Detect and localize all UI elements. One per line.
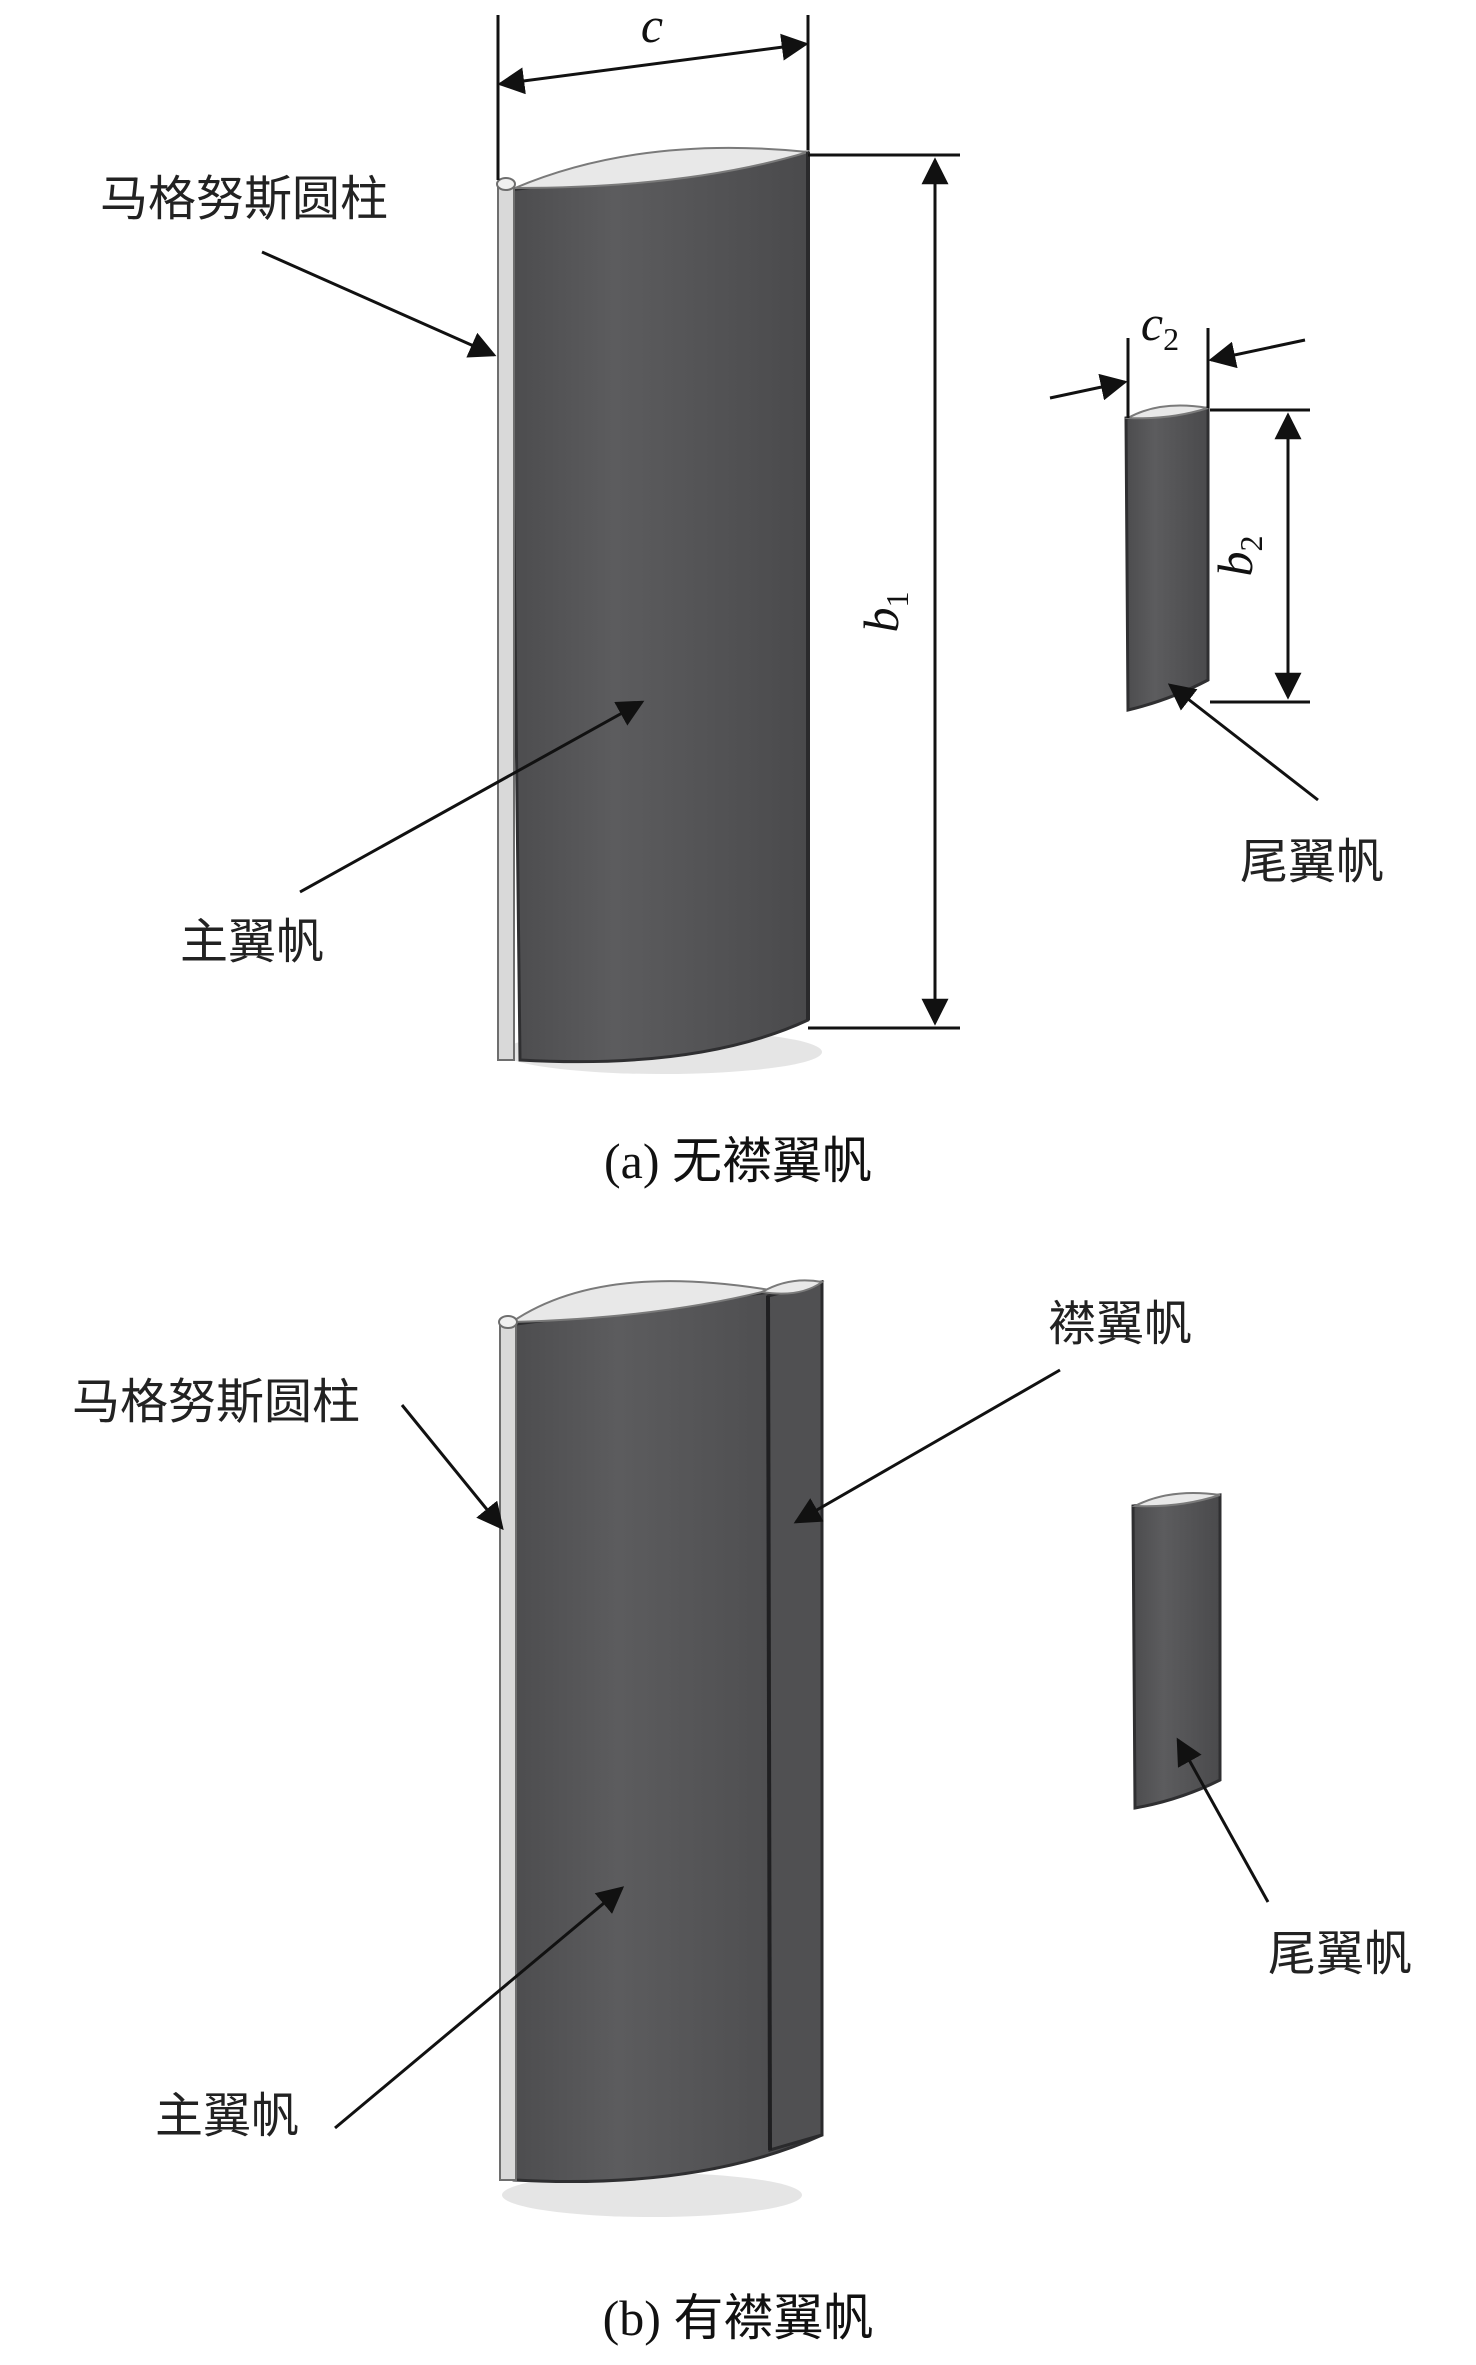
main-sail-label-b: 主翼帆 — [155, 2088, 299, 2144]
panel-a: c b1 c2 b2 马格努斯圆柱 — [100, 0, 1384, 1189]
flap-sail-body-b — [759, 1279, 825, 2152]
chord-label-c2: c2 — [1141, 295, 1179, 357]
main-sail-pointer-b — [334, 1886, 625, 2130]
span-label-b2: b2 — [1207, 536, 1269, 577]
tail-sail-label-b: 尾翼帆 — [1268, 1926, 1412, 1982]
main-sail-body-a — [502, 146, 822, 1074]
chord-label-c: c — [641, 0, 663, 53]
magnus-cylinder-b — [498, 1315, 518, 2181]
tail-sail-label-a: 尾翼帆 — [1240, 834, 1384, 890]
span-label-b1: b1 — [853, 592, 915, 633]
tail-sail-body-a — [1124, 404, 1210, 712]
flap-sail-pointer-b — [793, 1368, 1061, 1524]
magnus-cylinder-label-b: 马格努斯圆柱 — [72, 1374, 360, 1430]
panel-b: 襟翼帆 马格努斯圆柱 主翼帆 尾翼帆 (b) 有襟翼帆 — [72, 1279, 1412, 2346]
magnus-cylinder-a — [496, 177, 516, 1061]
main-sail-body-b — [502, 1280, 824, 2217]
chord-dimension-a: c — [496, 0, 810, 180]
span-dimension-main-a: b1 — [808, 153, 960, 1030]
tail-sail-body-b — [1131, 1492, 1222, 1810]
magnus-cylinder-pointer-b — [400, 1404, 504, 1531]
tail-sail-pointer-b — [1176, 1737, 1270, 1903]
flap-sail-label-b: 襟翼帆 — [1048, 1296, 1192, 1352]
chord-dimension-tail-a: c2 — [1049, 295, 1306, 418]
caption-a: (a) 无襟翼帆 — [604, 1133, 872, 1189]
magnus-cylinder-label-a: 马格努斯圆柱 — [100, 171, 388, 227]
span-dimension-tail-a: b2 — [1207, 408, 1310, 704]
tail-sail-pointer-a — [1167, 683, 1319, 802]
main-sail-label-a: 主翼帆 — [180, 914, 324, 970]
main-sail-pointer-a — [299, 700, 645, 894]
caption-b: (b) 有襟翼帆 — [603, 2290, 874, 2346]
magnus-cylinder-pointer-a — [261, 250, 497, 358]
